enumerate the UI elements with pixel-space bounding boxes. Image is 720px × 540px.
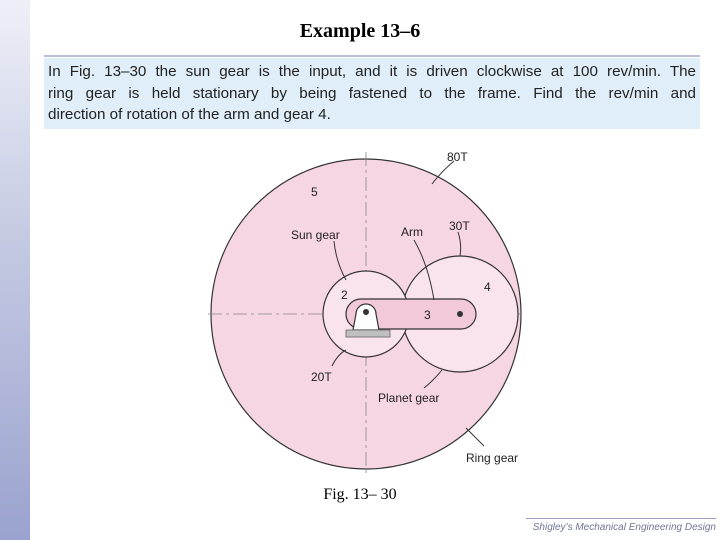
ring-gear-label: Ring gear (466, 451, 518, 465)
footer-credit: Shigley’s Mechanical Engineering Design (532, 522, 716, 533)
arm-label: Arm (401, 225, 423, 239)
sun-teeth-label: 20T (311, 370, 332, 384)
slide-title: Example 13–6 (299, 20, 421, 42)
problem-line-2: ring gear is held stationary by being fa… (48, 84, 696, 102)
planet-gear-leader (423, 369, 443, 389)
footer-divider (526, 518, 716, 519)
ring-number-label: 5 (311, 185, 318, 199)
ring-teeth-label: 80T (447, 150, 468, 164)
ring-gear-leader (465, 427, 485, 447)
frame-bracket (352, 303, 380, 331)
planet-pivot (457, 311, 463, 317)
sun-number-label: 2 (341, 288, 348, 302)
sun-pivot (363, 309, 369, 315)
gear-train-figure: 80T 5 Sun gear Arm 30T 2 4 3 20T Planet … (196, 144, 546, 476)
problem-line-3: direction of rotation of the arm and gea… (48, 106, 331, 123)
problem-statement: In Fig. 13–30 the sun gear is the input,… (44, 58, 700, 129)
arm-number-label: 3 (424, 308, 431, 322)
arm-link (345, 298, 477, 330)
figure-caption: Fig. 13– 30 (323, 486, 397, 503)
title-divider (44, 55, 700, 57)
gear-train-diagram: 80T 5 Sun gear Arm 30T 2 4 3 20T Planet … (208, 150, 526, 476)
planet-number-label: 4 (484, 280, 491, 294)
sun-gear-leader (333, 240, 347, 281)
planet-teeth-leader (457, 231, 462, 257)
frame-ground (345, 329, 391, 338)
ring-teeth-leader (431, 160, 455, 185)
arm-leader (413, 239, 435, 301)
planet-gear-label: Planet gear (378, 391, 439, 405)
sun-gear-label: Sun gear (291, 228, 340, 242)
problem-line-1: In Fig. 13–30 the sun gear is the input,… (48, 63, 696, 80)
planet-teeth-label: 30T (449, 219, 470, 233)
sun-teeth-leader (331, 349, 347, 367)
side-accent-bar (0, 0, 30, 540)
